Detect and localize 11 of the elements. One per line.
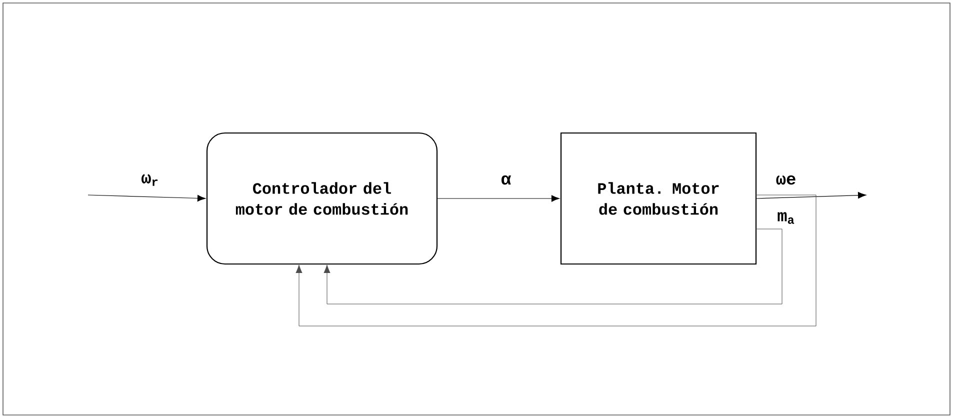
process-block: Planta. Motor de combustión [560, 132, 757, 265]
arrow [756, 192, 866, 199]
edge-label: ωe [774, 174, 798, 186]
feedback-line [296, 194, 816, 326]
edge-label: m$_{a}$ [776, 211, 796, 225]
edge-label: α [500, 174, 512, 186]
rounded-block: Controlador del motor de combustión [206, 132, 438, 265]
arrow [437, 195, 560, 202]
feedback-line [324, 228, 782, 304]
edge-label: ω$_{r}$ [140, 173, 160, 187]
arrow [88, 194, 206, 202]
